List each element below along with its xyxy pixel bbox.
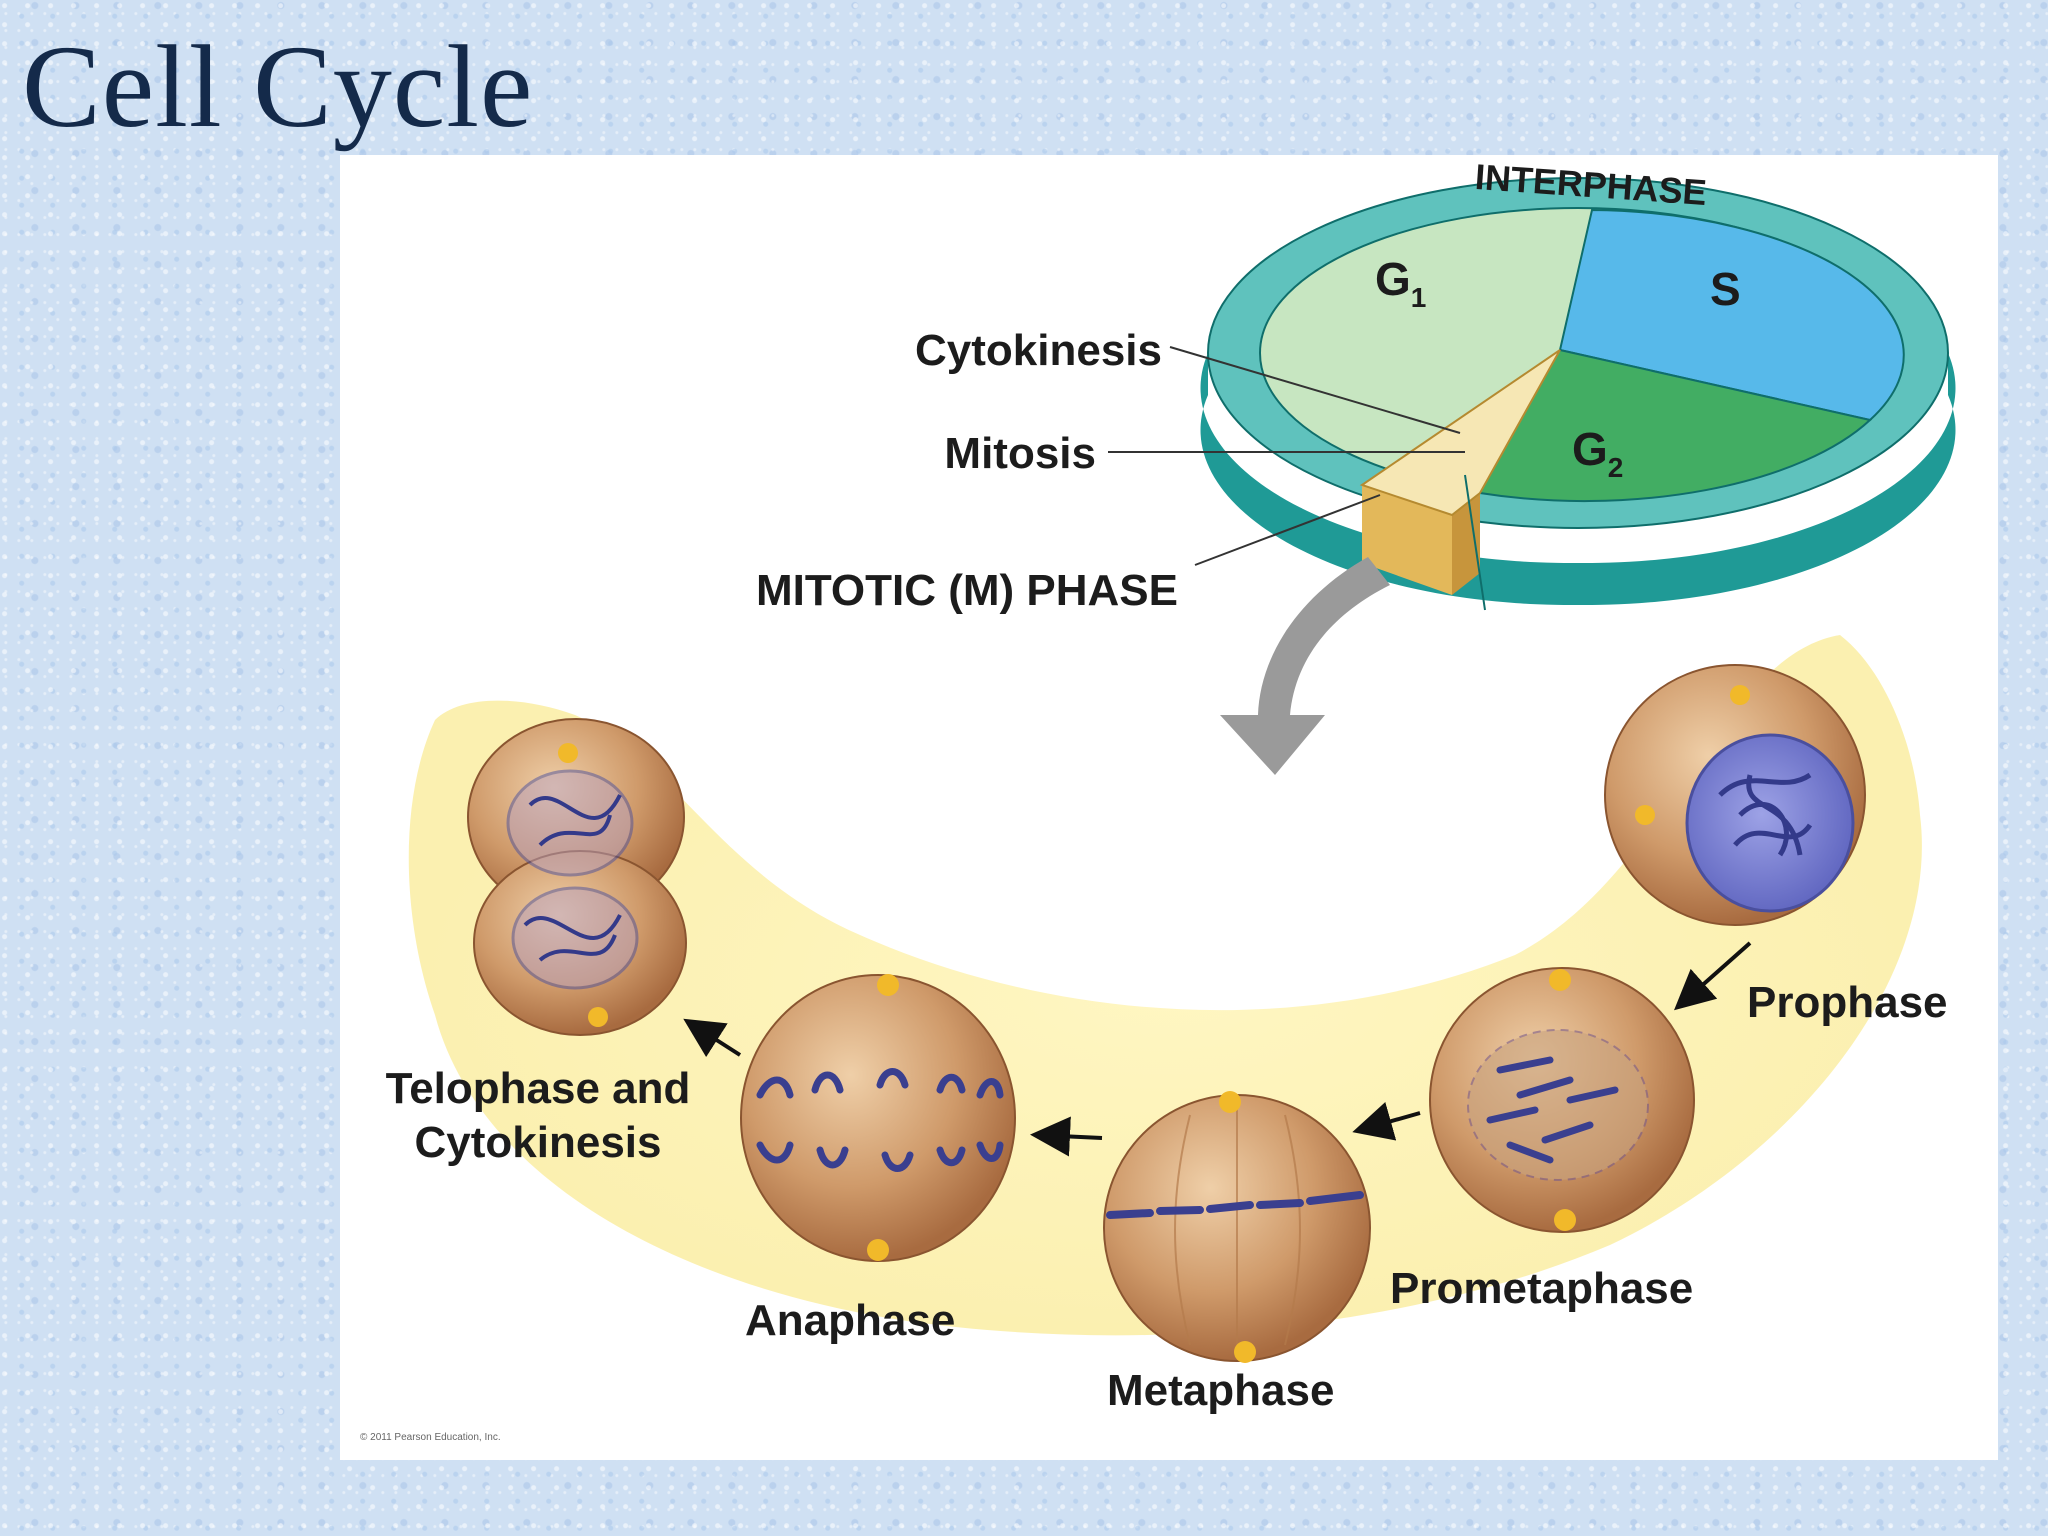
copyright-credit: © 2011 Pearson Education, Inc. [360, 1432, 501, 1443]
arrow-prometaphase-to-metaphase [1352, 1102, 1421, 1141]
prometaphase-label: Prometaphase [1390, 1264, 1693, 1313]
prophase-cell [1604, 664, 1866, 926]
m-phase-leader [1194, 494, 1381, 566]
figure-panel: INTERPHASE G1 S G2 Cytokinesis Mitosis M… [340, 155, 1998, 1460]
mitotic-phase-wedge-front [1452, 493, 1480, 595]
telophase-label-line2: Cytokinesis [415, 1118, 662, 1167]
s-phase-sector [1558, 208, 1905, 422]
g2-label: G2 [1572, 423, 1623, 483]
mitotic-phase-wedge [1359, 349, 1561, 517]
cell-cycle-wheel: INTERPHASE G1 S G2 [1108, 156, 1956, 611]
g2-phase-sector [1463, 348, 1873, 503]
wheel-ring-side-right [1578, 353, 1956, 606]
mitosis-label: Mitosis [944, 429, 1096, 478]
metaphase-label: Metaphase [1107, 1366, 1334, 1415]
arrow-prophase-to-prometaphase [1674, 941, 1752, 1011]
cell-cycle-diagram: INTERPHASE G1 S G2 Cytokinesis Mitosis M… [360, 156, 1956, 1443]
ring-gap [1464, 474, 1486, 611]
prometaphase-cell [1429, 967, 1695, 1233]
metaphase-cell [1103, 1091, 1371, 1363]
arrow-anaphase-to-telophase [683, 1018, 742, 1058]
cytokinesis-leader [1169, 346, 1461, 434]
s-label: S [1710, 263, 1741, 315]
telophase-label-line1: Telophase and [386, 1064, 691, 1113]
slide-title: Cell Cycle [22, 21, 534, 152]
wheel-ring-side [1200, 353, 1578, 606]
telophase-cells [467, 718, 687, 1036]
expand-arrow [1220, 557, 1390, 775]
anaphase-cell [740, 974, 1016, 1262]
mitotic-phase-label: MITOTIC (M) PHASE [756, 566, 1178, 615]
prophase-label: Prophase [1747, 978, 1948, 1027]
cytokinesis-label: Cytokinesis [915, 326, 1162, 375]
arrow-metaphase-to-anaphase [1030, 1116, 1103, 1157]
g1-label: G1 [1375, 253, 1426, 313]
mitotic-phase-wedge-side [1362, 485, 1452, 595]
anaphase-label: Anaphase [745, 1296, 955, 1345]
